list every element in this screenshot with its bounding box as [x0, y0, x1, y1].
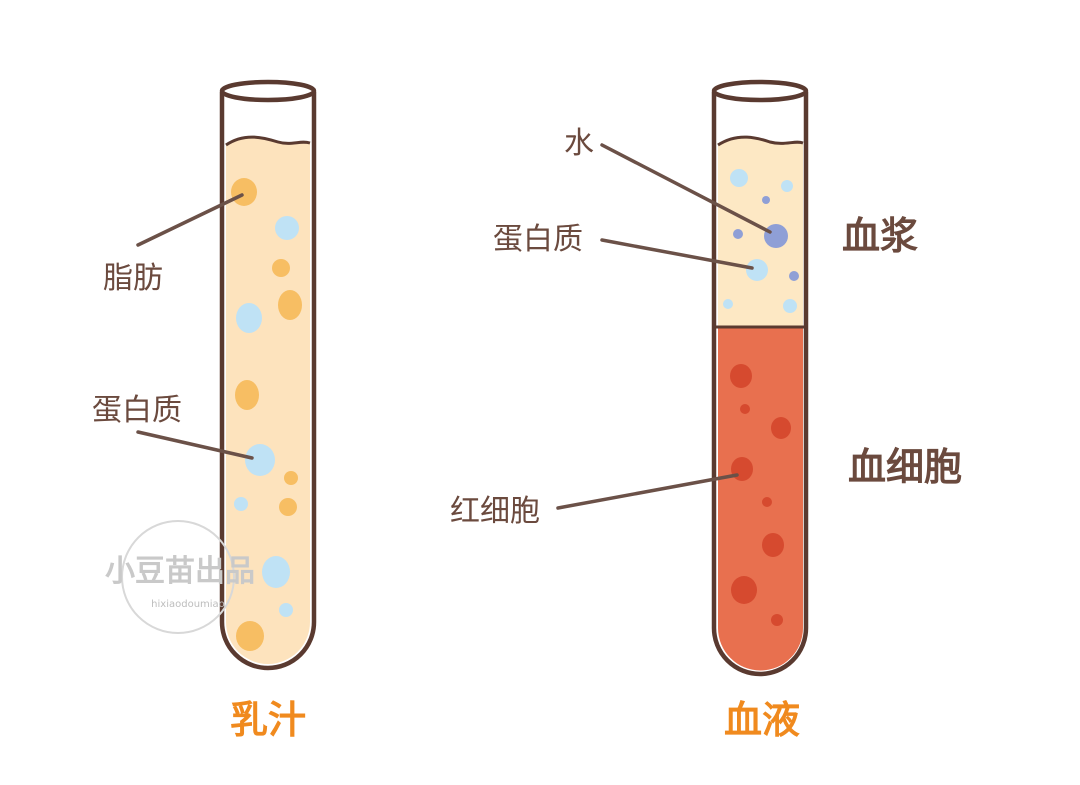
milk-test-tube: [219, 79, 317, 671]
watermark-title: 小豆苗出品: [105, 554, 255, 589]
plasma-protein-particles: [723, 169, 797, 313]
blood-cells-label: 血细胞: [848, 445, 962, 489]
red-blood-cells: [730, 364, 791, 626]
protein-globules: [234, 216, 299, 617]
milk-protein-label: 蛋白质: [92, 393, 182, 428]
water-label: 水: [564, 126, 594, 161]
blood-caption: 血液: [724, 698, 800, 742]
fat-label: 脂肪: [103, 261, 163, 296]
blood-protein-label: 蛋白质: [493, 222, 583, 257]
watermark: 小豆苗出品 hixiaodoumiao: [105, 520, 255, 634]
plasma-label: 血浆: [842, 214, 918, 258]
blood-test-tube: [711, 79, 809, 677]
water-particles: [733, 196, 799, 281]
rbc-label: 红细胞: [450, 494, 540, 529]
plasma-layer: [718, 137, 803, 327]
milk-caption: 乳汁: [230, 698, 306, 742]
watermark-subtitle: hixiaodoumiao: [151, 599, 225, 610]
fat-globules: [231, 178, 302, 651]
